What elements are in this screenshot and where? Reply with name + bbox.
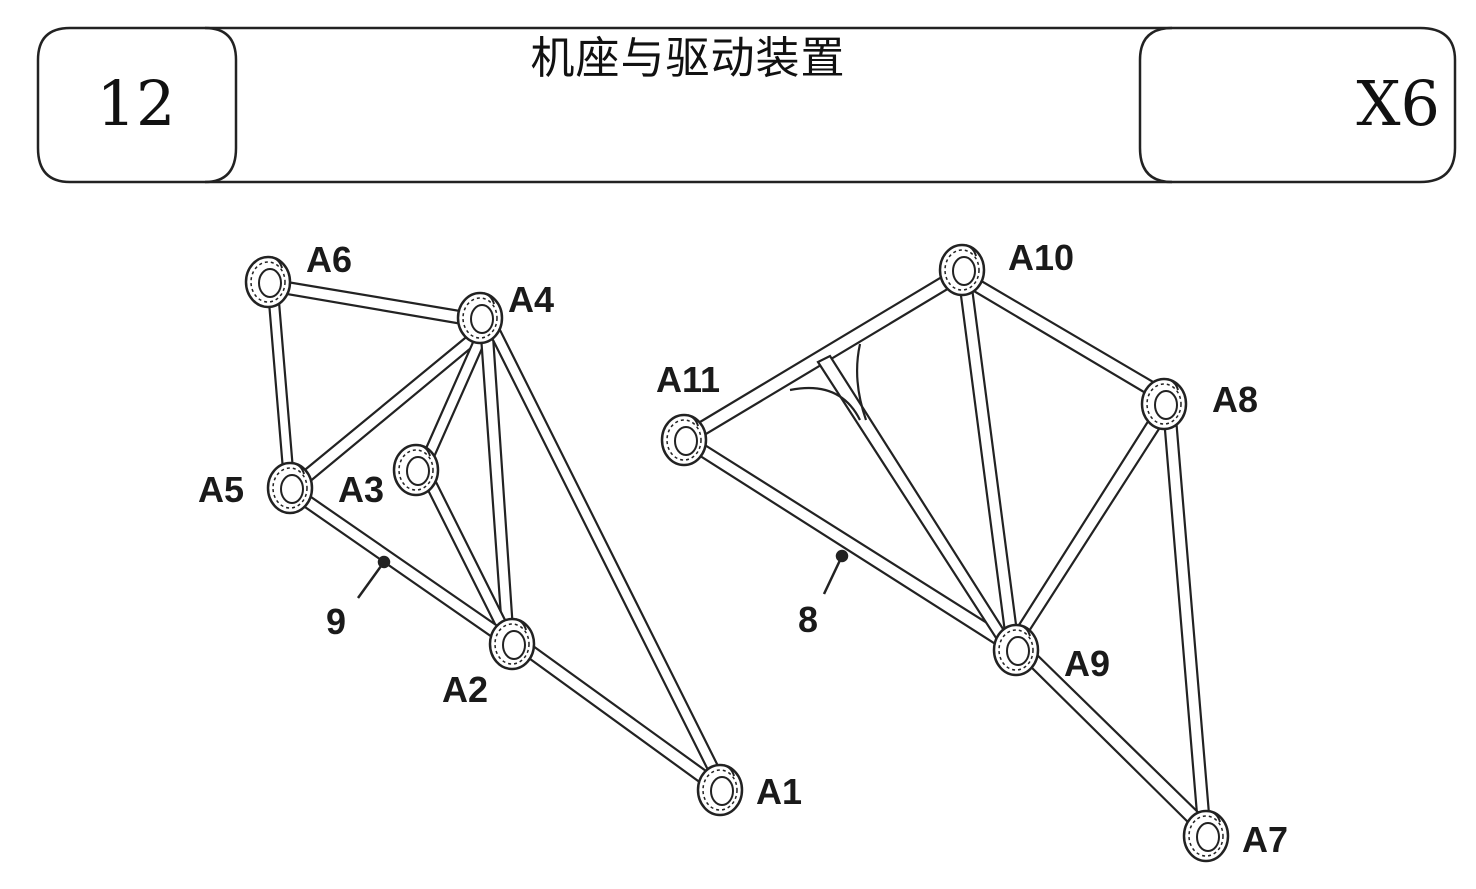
node-ring-a5 — [266, 461, 314, 515]
callout-leader-9 — [356, 561, 386, 599]
page-title: 机座与驱动装置 — [530, 33, 846, 84]
node-ring-a8 — [1140, 377, 1188, 431]
node-label-a1: A1 — [756, 771, 802, 812]
node-ring-a10 — [938, 243, 986, 297]
step-number: 12 — [96, 66, 176, 140]
node-ring-a6 — [244, 255, 292, 309]
node-ring-a11 — [660, 413, 708, 467]
node-label-a6: A6 — [306, 239, 352, 280]
node-ring-a2 — [488, 617, 536, 671]
node-ring-a4 — [456, 291, 504, 345]
left-frame-bars — [266, 278, 728, 796]
part-label-9: 9 — [326, 601, 346, 642]
node-label-a11: A11 — [656, 359, 720, 400]
node-label-a4: A4 — [508, 279, 554, 320]
node-ring-a9 — [992, 623, 1040, 677]
node-label-a10: A10 — [1008, 237, 1074, 278]
callout-leader-8 — [822, 555, 844, 595]
node-label-a8: A8 — [1212, 379, 1258, 420]
node-label-a2: A2 — [442, 669, 488, 710]
node-label-a5: A5 — [198, 469, 244, 510]
node-ring-a7 — [1182, 809, 1230, 863]
node-ring-a3 — [392, 443, 440, 497]
part-label-8: 8 — [798, 599, 818, 640]
left-frame — [244, 255, 744, 817]
right-frame — [660, 243, 1230, 863]
quantity-label: X6 — [1356, 66, 1440, 140]
right-frame-bars — [688, 270, 1212, 834]
node-label-a3: A3 — [338, 469, 384, 510]
node-label-a7: A7 — [1242, 819, 1288, 860]
node-ring-a1 — [696, 763, 744, 817]
node-label-a9: A9 — [1064, 643, 1110, 684]
header-bar: 12 机座与驱动装置 X6 — [0, 0, 1476, 200]
header-frame — [36, 26, 1457, 184]
